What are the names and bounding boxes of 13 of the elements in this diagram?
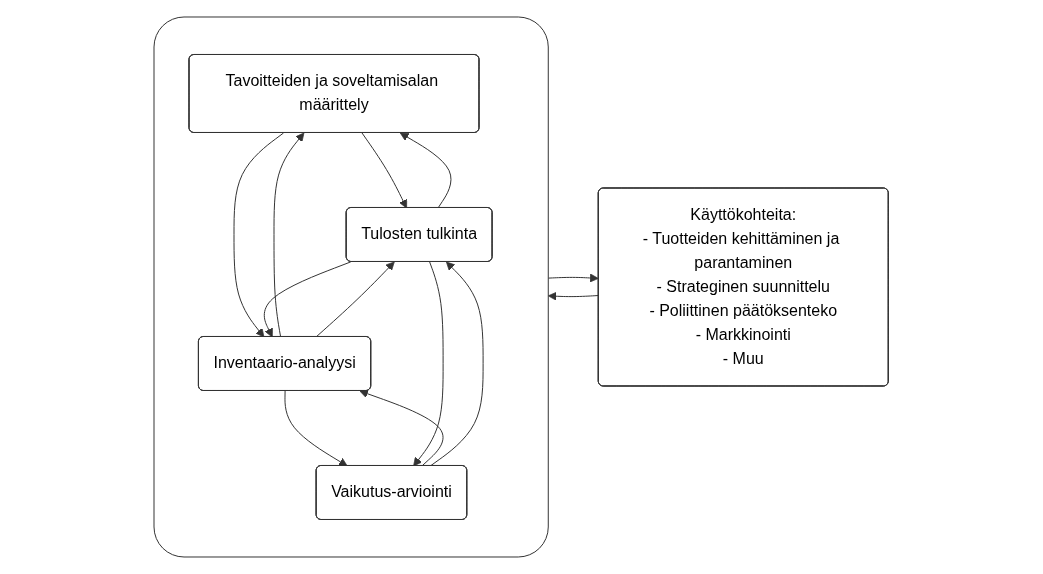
arrow: [264, 261, 352, 338]
arrow: [361, 132, 408, 209]
arrow: [233, 132, 285, 338]
arrow: [548, 273, 599, 283]
arrow: [413, 261, 444, 467]
cluster: [153, 16, 550, 558]
arrow: [315, 261, 396, 338]
arrow: [548, 291, 600, 301]
arrow: [430, 261, 484, 467]
arrow: [284, 390, 348, 467]
arrow: [273, 132, 305, 338]
arrow: [400, 132, 452, 209]
arrow: [359, 389, 444, 467]
